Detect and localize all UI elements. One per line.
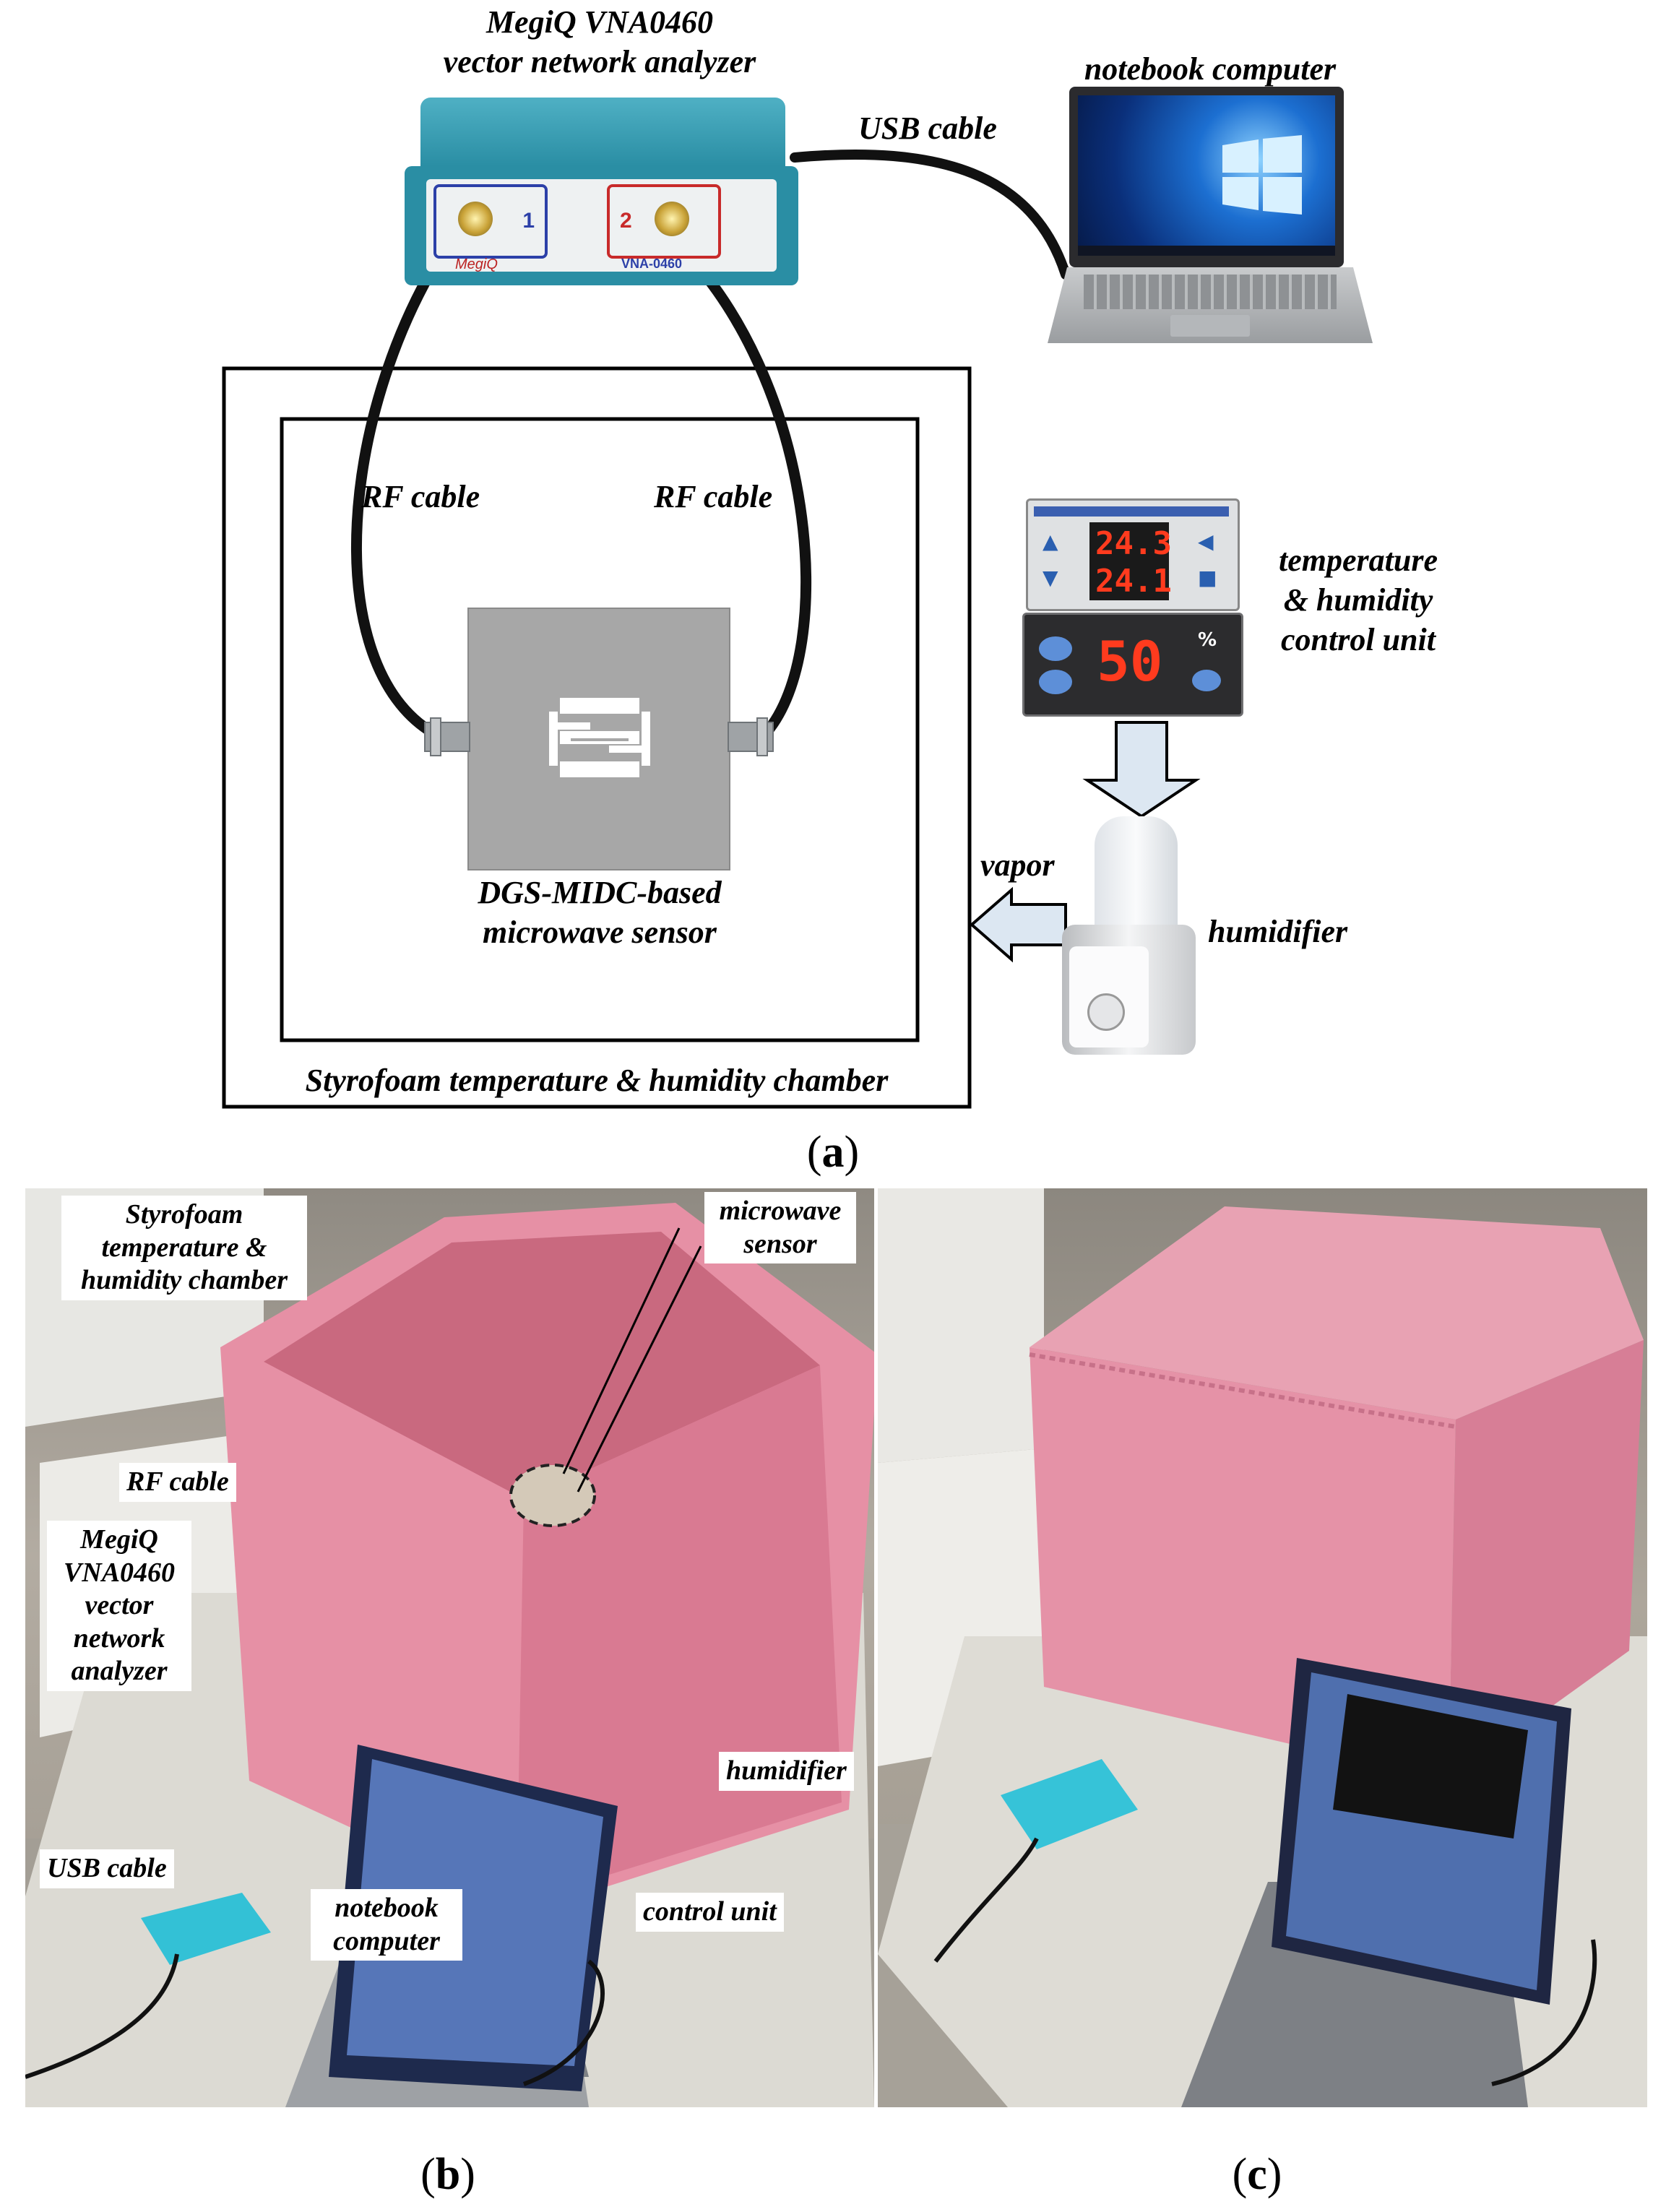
caption-c: (c) [1232,2150,1282,2199]
vna-device: 1 2 MegiQ VNA-0460 [405,98,798,285]
b-humidifier-label: humidifier [719,1752,854,1791]
rf-cable-right [666,233,811,739]
sensor-label-line2: microwave sensor [483,915,717,950]
laptop-screen [1069,87,1344,267]
port-1-frame: 1 [433,184,548,259]
b-vna-line1: MegiQ [80,1524,158,1555]
notebook-computer [1048,87,1373,343]
vna-front-panel: 1 2 MegiQ VNA-0460 [405,166,798,285]
rf-cable-left [351,233,457,739]
sma-connector-left [424,717,470,756]
temperature-controller: ▲ ▼ 24.3 24.1 ◀ ■ [1026,498,1240,611]
hum-up-button-icon [1039,636,1072,661]
usb-cable [790,149,1071,280]
b-vna-label: MegiQ VNA0460 vector network analyzer [47,1521,191,1691]
control-label-line3: control unit [1281,622,1436,657]
b-chamber-line1: Styrofoam [125,1199,243,1230]
vna-title-line2: vector network analyzer [443,44,756,79]
humidifier-bottle [1095,816,1178,943]
humidifier-base [1062,925,1196,1055]
up-button-icon: ▲ [1043,530,1058,553]
temp-display: 24.3 24.1 [1089,522,1172,600]
b-sensor-line1: microwave [719,1196,842,1226]
chamber-label: Styrofoam temperature & humidity chamber [305,1063,889,1098]
b-rf-cable-label: RF cable [119,1463,236,1502]
vapor-arrow [969,886,1067,963]
vna-title-line1: MegiQ VNA0460 [485,4,714,40]
humidifier-knob-icon [1087,993,1125,1031]
control-label-line1: temperature [1279,543,1438,578]
b-usb-cable-label: USB cable [40,1849,174,1888]
panel-a: 1 2 MegiQ VNA-0460 [222,4,1438,1177]
b-vna-line2: VNA0460 [63,1557,176,1588]
chamber-outer-box [222,366,972,1109]
set-button-icon: ■ [1198,566,1217,589]
rf-cable-label-right: RF cable [654,479,773,514]
caption-a-letter: a [821,1128,845,1177]
caption-a: (a) [806,1128,860,1177]
windows-wallpaper [1078,95,1335,256]
notebook-label: notebook computer [1084,51,1337,87]
b-notebook-line1: notebook [335,1893,439,1923]
b-control-unit-label: control unit [636,1893,784,1932]
vapor-label: vapor [980,847,1055,883]
vna-model-label: VNA-0460 [621,256,683,271]
caption-c-letter: c [1247,2150,1267,2199]
down-arrow [1082,721,1201,818]
b-sensor-line2: sensor [743,1228,817,1259]
left-button-icon: ◀ [1198,530,1214,553]
panel-c-scene [878,1188,1647,2107]
caption-b-letter: b [435,2150,461,2199]
b-vna-line3: vector [85,1590,154,1621]
sensor-label-line1: DGS-MIDC-based [478,875,722,910]
control-label-line2: & humidity [1283,582,1433,618]
b-vna-line4: network [73,1623,165,1654]
laptop-base [1048,267,1373,343]
humidity-controller: 50 % [1022,613,1243,717]
b-notebook-line2: computer [333,1925,440,1956]
b-notebook-label: notebook computer [311,1889,462,1961]
down-button-icon: ▼ [1043,566,1058,589]
b-vna-line5: analyzer [71,1656,168,1687]
panel-c-photo [878,1188,1647,2107]
temp-display-bottom: 24.1 [1095,563,1172,600]
temp-display-top: 24.3 [1095,525,1172,562]
rf-cable-label-left: RF cable [361,479,480,514]
b-chamber-line2: temperature & [101,1232,267,1263]
windows-logo-icon [1222,135,1302,215]
b-chamber-line3: humidity chamber [80,1265,288,1296]
panel-b-photo: Styrofoam temperature & humidity chamber… [25,1188,874,2107]
vna-brand-logo: MegiQ [455,256,498,272]
humidifier-label: humidifier [1208,914,1348,949]
port-1-number: 1 [522,209,535,233]
humidifier-device [1062,816,1207,1055]
vna-top-surface [420,98,785,166]
caption-b: (b) [420,2150,475,2199]
b-sensor-label: microwave sensor [704,1192,856,1264]
port-2-frame: 2 [607,184,721,259]
usb-cable-label: USB cable [858,111,997,146]
chamber-inner-box [280,417,920,1042]
sma-connector-right [728,717,774,756]
microwave-sensor-board [467,608,730,870]
hum-down-button-icon [1039,670,1072,694]
panel-b-scene [25,1188,874,2107]
hum-set-button-icon [1192,670,1221,691]
humidity-unit: % [1198,629,1217,651]
port-2-number: 2 [620,209,632,233]
panel-a-diagram [222,149,1201,1109]
b-chamber-label: Styrofoam temperature & humidity chamber [61,1196,307,1300]
humidity-display: 50 [1097,629,1163,694]
